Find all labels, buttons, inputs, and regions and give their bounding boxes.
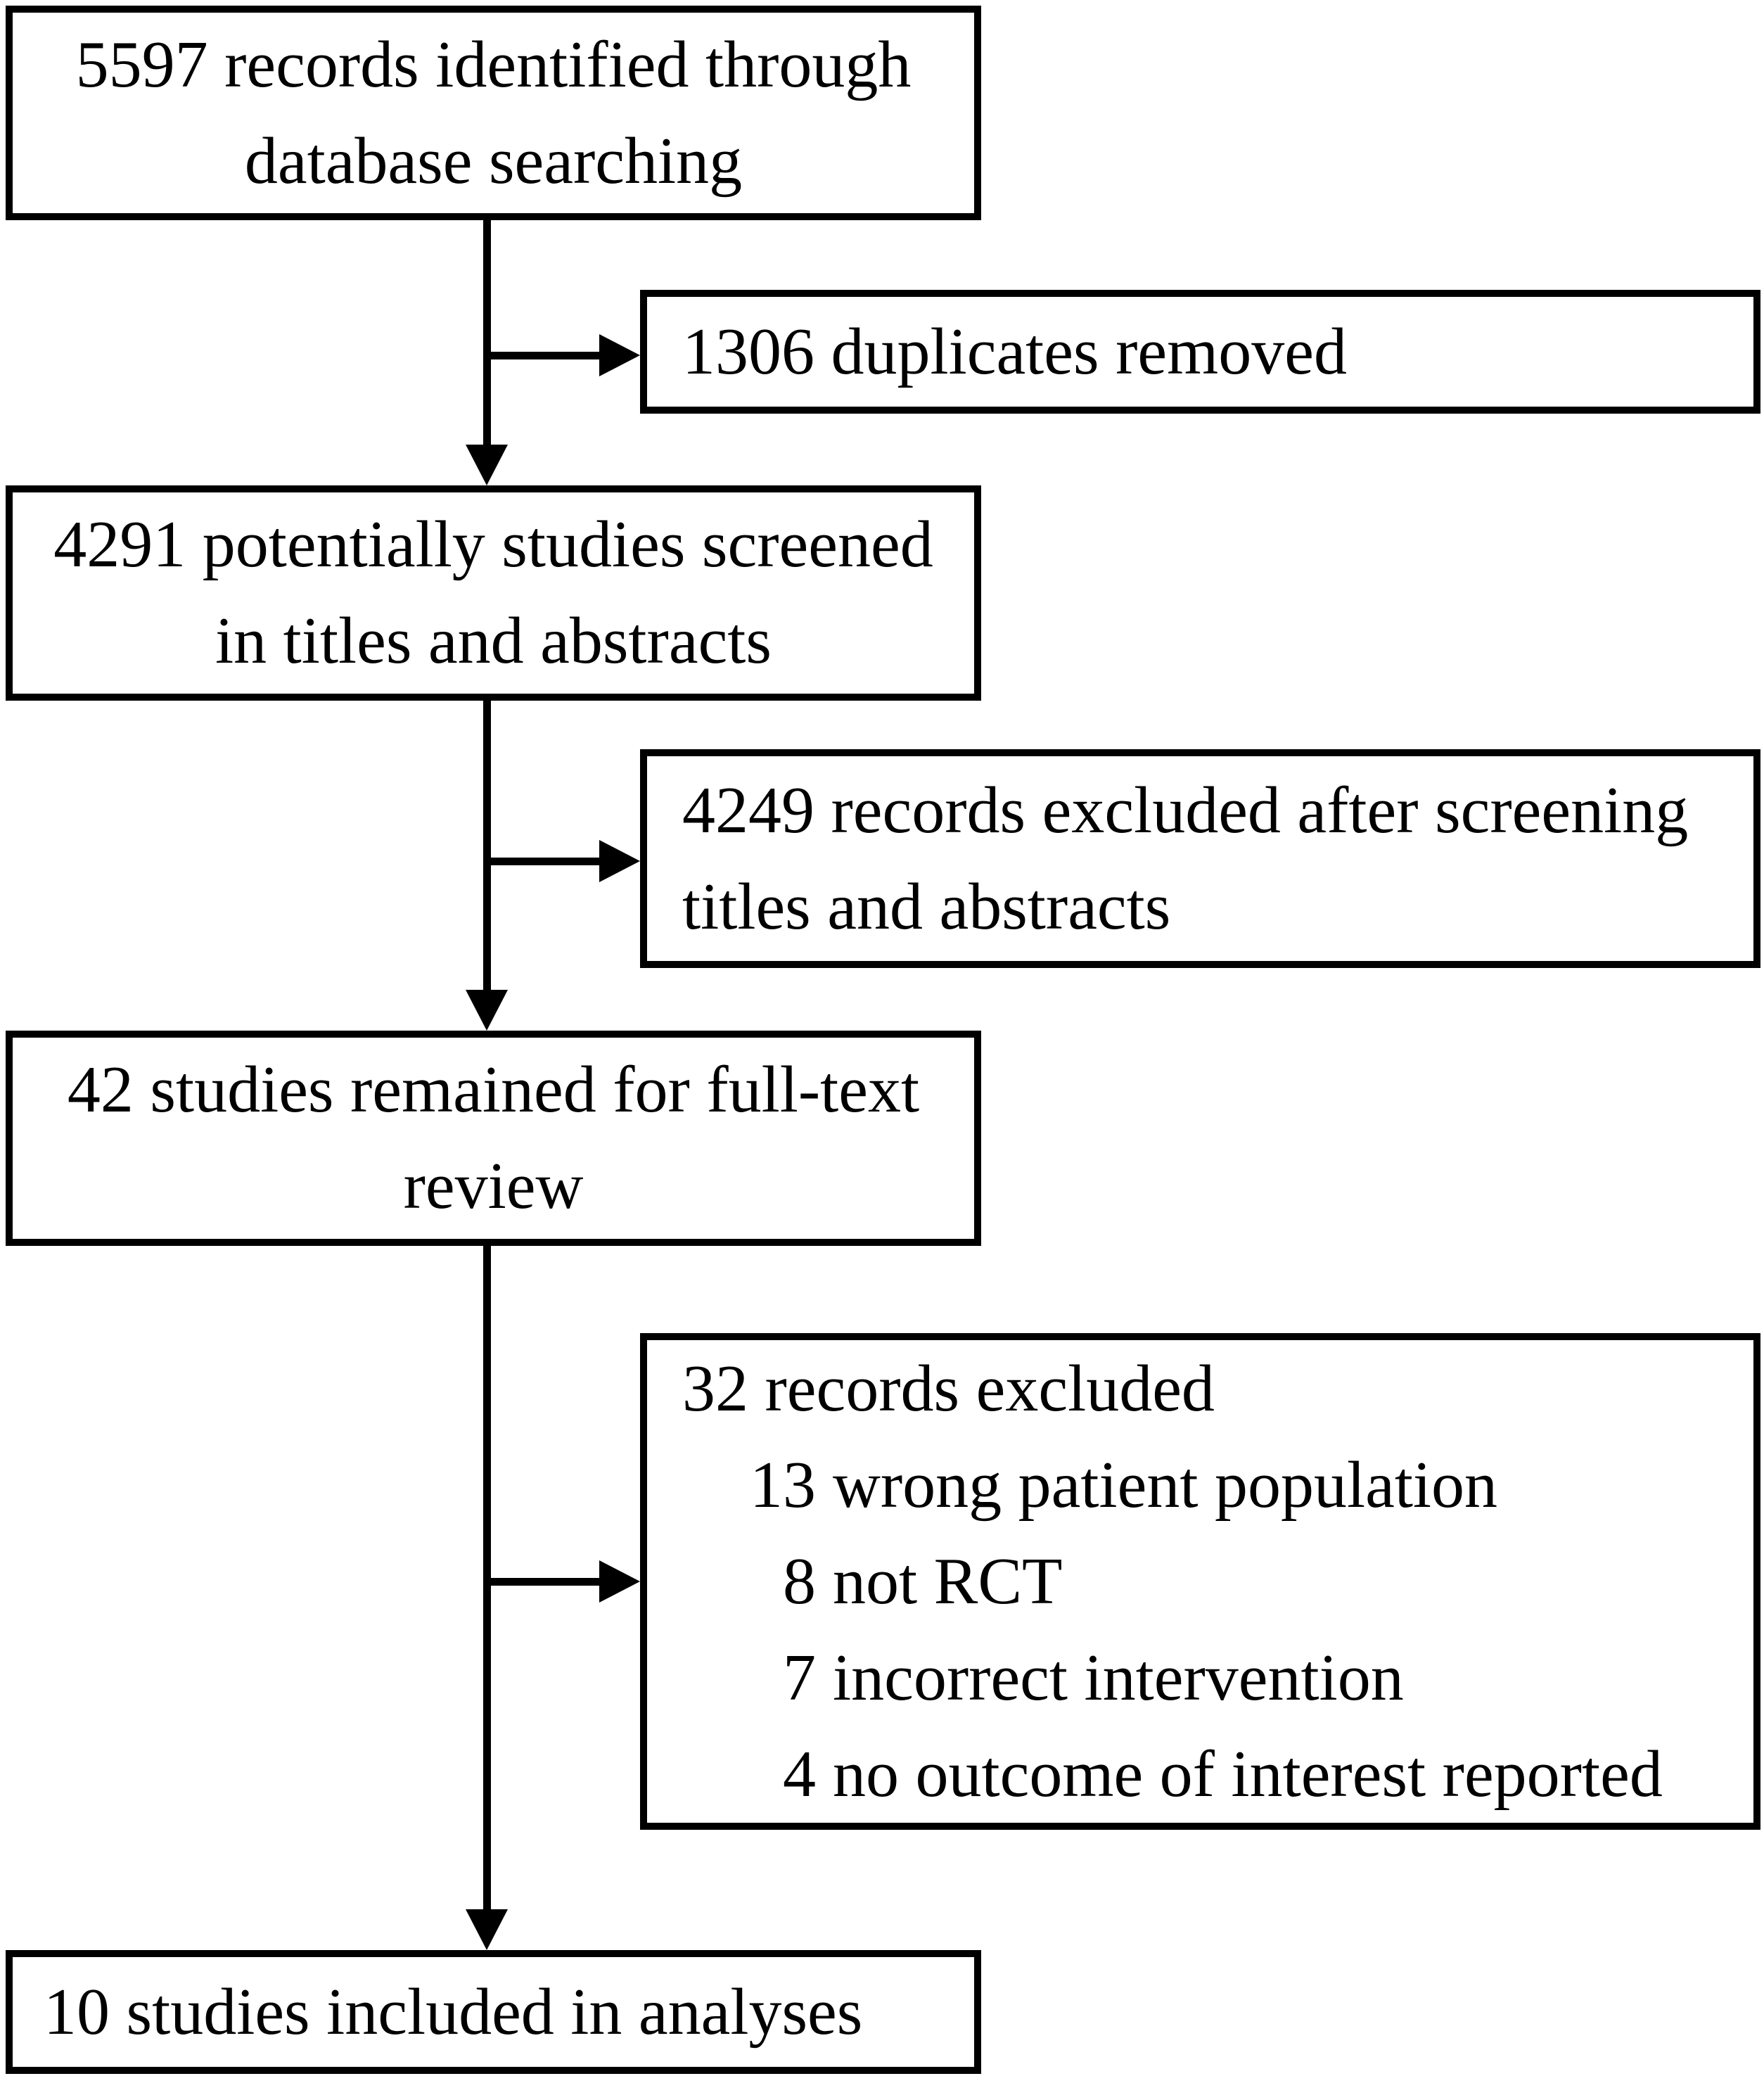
box-text-line: 10 studies included in analyses (44, 1975, 863, 2049)
box-text-line: database searching (244, 124, 743, 198)
box-studies-included: 10 studies included in analyses (6, 1950, 981, 2074)
box-text-line: 4249 records excluded after screening (682, 773, 1689, 847)
connector-branch-excluded-fulltext (487, 1578, 606, 1586)
exclusion-reason-row: 8 not RCT (682, 1534, 1062, 1630)
exclusion-reason-row: 13 wrong patient population (682, 1437, 1497, 1534)
box-text-line: review (403, 1150, 584, 1223)
exclusion-reason-label: incorrect intervention (833, 1641, 1404, 1714)
arrowhead-right-icon (599, 334, 640, 376)
arrowhead-right-icon (599, 1560, 640, 1603)
exclusion-title: 32 records excluded (682, 1351, 1215, 1425)
exclusion-reason-count: 13 (750, 1448, 816, 1522)
box-text-line: 4291 potentially studies screened (53, 508, 933, 581)
box-records-excluded-screening: 4249 records excluded after screening ti… (640, 749, 1760, 968)
exclusion-reason-label: wrong patient population (833, 1448, 1498, 1522)
box-text-line: 1306 duplicates removed (682, 314, 1347, 388)
exclusion-reason-row: 7 incorrect intervention (682, 1630, 1404, 1726)
box-duplicates-removed: 1306 duplicates removed (640, 290, 1760, 414)
box-records-identified: 5597 records identified through database… (6, 6, 981, 220)
box-text-line: 42 studies remained for full-text (67, 1053, 920, 1126)
box-text-line: titles and abstracts (682, 870, 1171, 943)
exclusion-reason-label: not RCT (833, 1544, 1063, 1618)
box-records-excluded-fulltext: 32 records excluded 13 wrong patient pop… (640, 1333, 1760, 1830)
exclusion-reason-label: no outcome of interest reported (833, 1737, 1663, 1811)
connector-branch-excluded-screening (487, 858, 606, 865)
box-studies-screened: 4291 potentially studies screened in tit… (6, 485, 981, 701)
box-text-line: 5597 records identified through (75, 27, 912, 101)
arrowhead-right-icon (599, 840, 640, 882)
arrowhead-down-icon (466, 990, 508, 1031)
box-text-line: in titles and abstracts (215, 604, 772, 677)
exclusion-reason-count: 8 (783, 1544, 816, 1618)
box-fulltext-review: 42 studies remained for full-text review (6, 1031, 981, 1246)
exclusion-reason-count: 7 (783, 1641, 816, 1714)
exclusion-reason-count: 4 (783, 1737, 816, 1811)
arrowhead-down-icon (466, 1909, 508, 1950)
connector-branch-duplicates (487, 352, 606, 359)
connector-screened-to-fulltext (483, 700, 491, 999)
connector-identified-to-screened (483, 219, 491, 454)
arrowhead-down-icon (466, 445, 508, 485)
exclusion-reason-row: 4 no outcome of interest reported (682, 1726, 1663, 1823)
